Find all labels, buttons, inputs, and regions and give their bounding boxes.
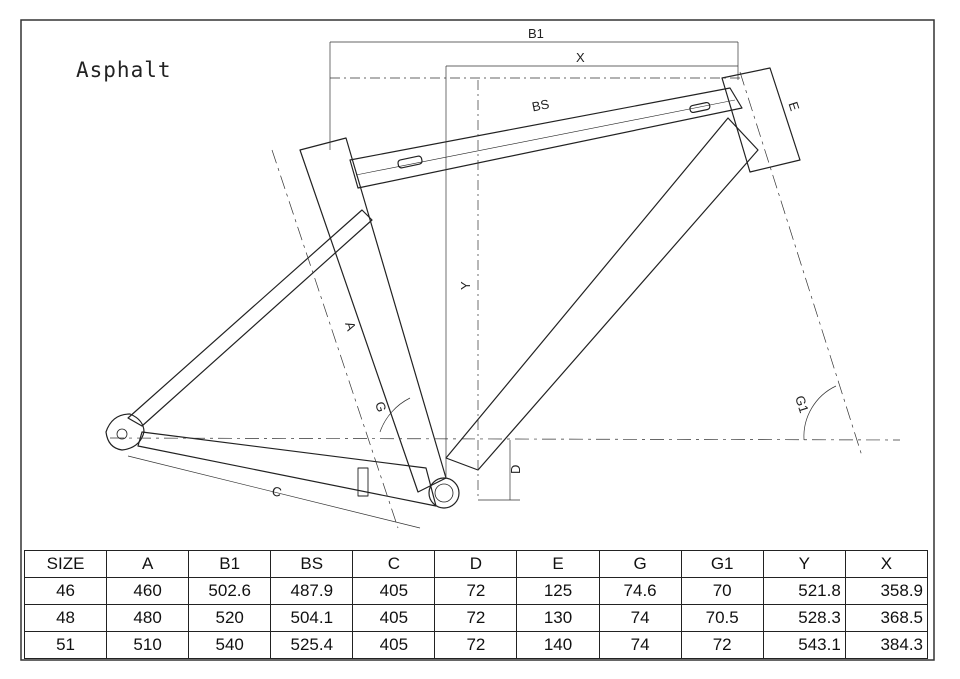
table-header-row: SIZE A B1 BS C D E G G1 Y X: [23, 550, 929, 578]
cell-a: 510: [106, 631, 190, 659]
cell-x: 358.9: [844, 577, 929, 605]
cell-x: 368.5: [844, 604, 929, 632]
cell-a: 480: [106, 604, 190, 632]
cell-g: 74: [598, 631, 682, 659]
label-c: C: [270, 483, 283, 500]
sheet-border: [20, 19, 935, 661]
bottom-bracket: [428, 477, 460, 509]
cell-size: 46: [23, 577, 108, 605]
table-row: 48 480 520 504.1 405 72 130 74 70.5 528.…: [23, 604, 929, 632]
header-bs: BS: [270, 550, 354, 578]
label-d: D: [508, 465, 523, 474]
label-g1: G1: [792, 394, 812, 415]
cell-size: 51: [23, 631, 108, 659]
cell-d: 72: [434, 631, 518, 659]
header-e: E: [516, 550, 600, 578]
head-tube: [721, 67, 801, 173]
cell-y: 543.1: [762, 631, 846, 659]
cell-e: 140: [516, 631, 600, 659]
table-row: 51 510 540 525.4 405 72 140 74 72 543.1 …: [23, 631, 929, 659]
cell-bs: 525.4: [270, 631, 354, 659]
cell-x: 384.3: [844, 631, 929, 659]
label-y: Y: [458, 281, 473, 290]
cell-b1: 520: [188, 604, 272, 632]
geometry-table: SIZE A B1 BS C D E G G1 Y X 46 460 502.6…: [23, 550, 929, 659]
header-size: SIZE: [23, 550, 108, 578]
header-b1: B1: [188, 550, 272, 578]
label-x: X: [576, 50, 585, 65]
cell-c: 405: [352, 604, 436, 632]
cell-y: 521.8: [762, 577, 846, 605]
cell-bs: 504.1: [270, 604, 354, 632]
top-tube-centerline: [355, 99, 736, 176]
header-g: G: [598, 550, 682, 578]
cell-size: 48: [23, 604, 108, 632]
header-a: A: [106, 550, 190, 578]
cell-e: 130: [516, 604, 600, 632]
seat-stay: [127, 209, 373, 427]
cell-e: 125: [516, 577, 600, 605]
rear-dropout: [105, 413, 145, 451]
label-b1: B1: [528, 26, 544, 41]
cell-b1: 540: [188, 631, 272, 659]
down-tube: [445, 117, 759, 471]
label-g: G: [372, 400, 389, 414]
header-y: Y: [762, 550, 846, 578]
model-title: Asphalt: [76, 58, 172, 82]
label-bs: BS: [531, 96, 551, 114]
top-tube: [349, 87, 743, 189]
cell-d: 72: [434, 604, 518, 632]
cell-c: 405: [352, 631, 436, 659]
cell-a: 460: [106, 577, 190, 605]
cell-bs: 487.9: [270, 577, 354, 605]
cell-g: 74.6: [598, 577, 682, 605]
cell-g1: 70.5: [680, 604, 764, 632]
cell-b1: 502.6: [188, 577, 272, 605]
label-a: A: [342, 320, 359, 333]
cell-c: 405: [352, 577, 436, 605]
cell-g: 74: [598, 604, 682, 632]
cell-g1: 70: [680, 577, 764, 605]
cell-y: 528.3: [762, 604, 846, 632]
header-c: C: [352, 550, 436, 578]
cell-g1: 72: [680, 631, 764, 659]
label-e: E: [785, 100, 802, 113]
header-g1: G1: [680, 550, 764, 578]
table-row: 46 460 502.6 487.9 405 72 125 74.6 70 52…: [23, 577, 929, 605]
cell-d: 72: [434, 577, 518, 605]
header-x: X: [844, 550, 929, 578]
header-d: D: [434, 550, 518, 578]
